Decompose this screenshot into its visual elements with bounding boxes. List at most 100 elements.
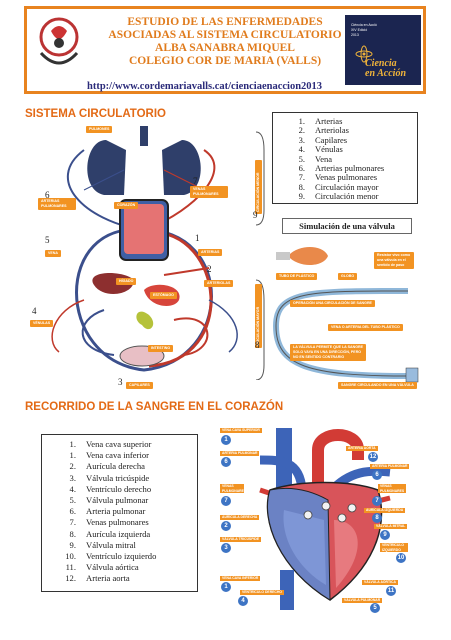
legend-item: 5.Vena: [298, 153, 332, 164]
circle-number-6: 6: [221, 457, 231, 467]
tag-globo: GLOBO: [338, 273, 358, 280]
header-title-line-4: COLEGIO COR DE MARIA (VALLS): [128, 55, 322, 67]
tag-arteria-aorta: ARTERIA AORTA: [346, 446, 378, 451]
section-title-sistema-circulatorio: SISTEMA CIRCULATORIO: [25, 108, 166, 120]
tag-capilares: CAPILARES: [126, 382, 153, 389]
body-circulation-illustration: [51, 126, 238, 372]
legend-item: 1.Vena cava superior: [69, 439, 152, 449]
diagram-number-7: 7: [193, 176, 198, 186]
header-banner: ESTUDIO DE LAS ENFERMEDADES ASOCIADAS AL…: [24, 6, 426, 94]
legend-item: 1.Vena cava inferior: [69, 450, 149, 461]
circle-number-12: 12: [368, 452, 378, 462]
valve-simulation-illustration: [273, 247, 419, 383]
legend-item: 3.Válvula tricúspide: [69, 472, 150, 483]
project-url[interactable]: http://www.cordemariavalls.cat/cienciaen…: [87, 81, 323, 92]
legend-item: 11.Válvula aórtica: [65, 562, 139, 573]
circle-number-1a: 1: [221, 435, 231, 445]
valve-simulation-title: Simulación de una válvula: [282, 218, 412, 234]
tag-valvula-pulmonar: VÁLVULA PULMONAR: [342, 598, 383, 603]
legend-item: 2.Aurícula derecha: [69, 461, 145, 472]
tag-venas-pulmonares-left: VENAS PULMONARES: [220, 484, 247, 493]
legend-item: 7.Venas pulmonares: [69, 517, 149, 528]
header-title-line-3: ALBA SANABRA MIQUEL: [155, 42, 295, 54]
legend-item: 4.Ventrículo derecho: [69, 483, 152, 494]
circle-number-6-right: 6: [372, 470, 382, 480]
circle-number-4: 4: [238, 596, 248, 606]
legend-item: 6.Arteria pulmonar: [69, 506, 146, 517]
tag-venas-pulmonares: VENAS PULMONARES: [190, 186, 228, 198]
legend-item: 6.Arterias pulmonares: [298, 163, 385, 174]
circle-number-3: 3: [221, 543, 231, 553]
tag-venas-pulmonares-right: VENAS PULMONARES: [378, 484, 406, 493]
diagram-number-8: 8: [255, 340, 260, 350]
section-title-recorrido: RECORRIDO DE LA SANGRE EN EL CORAZÓN: [25, 401, 284, 413]
tag-sangre-valvula: SANGRE CIRCULANDO EN UNA VÁLVULA: [338, 382, 417, 389]
heart-diagram-illustration: [259, 428, 391, 610]
badge-brand-1: Ciencia: [365, 58, 397, 69]
legend-item: 5.Válvula pulmonar: [69, 495, 149, 506]
ciencia-en-accion-badge: Ciència en Acció XIV Edició 2013 Ciencia…: [345, 15, 421, 85]
legend-item: 9.Válvula mitral: [69, 539, 136, 550]
legend-item: 1.Arterias: [298, 116, 343, 126]
legend-item: 12.Arteria aorta: [65, 573, 130, 584]
badge-small-text-3: 2013: [351, 33, 359, 37]
tag-venulas: VÉNULAS: [30, 320, 54, 327]
tag-vena-cava-inferior: VENA CAVA INFERIOR: [220, 576, 261, 581]
tag-arteria-pulmonar-right: ARTERIA PULMONAR: [370, 464, 410, 469]
tag-higado: HÍGADO: [116, 278, 137, 285]
legend-item: 7.Venas pulmonares: [298, 172, 378, 183]
header-title-line-2: ASOCIADAS AL SISTEMA CIRCULATORIO: [108, 29, 342, 41]
tag-ventriculo-derecho: VENTRÍCULO DERECHO: [240, 590, 284, 595]
legend-item: 2.Arteriolas: [298, 125, 349, 136]
legend-corazon: 1.Vena cava superior 1.Vena cava inferio…: [41, 434, 198, 592]
tag-circulacion-mayor: CIRCULACIÓN MAYOR: [255, 284, 262, 348]
tag-valvula-direccion: LA VÁLVULA PERMITE QUE LA SANGRE SOLO VA…: [290, 344, 366, 361]
tag-arterias: ARTERIAS: [198, 249, 223, 256]
tag-auricula-izquierda: AURÍCULA IZQUIERDA: [364, 508, 406, 513]
badge-small-text-1: Ciència en Acció: [351, 23, 377, 27]
legend-item: 8.Circulación mayor: [298, 181, 379, 192]
circle-number-7-left: 7: [221, 496, 231, 506]
tag-pulmones: PULMONES: [86, 126, 113, 133]
diagram-number-9: 9: [253, 210, 258, 220]
badge-small-text-2: XIV Edició: [351, 28, 368, 32]
tag-valvula-tricuspide: VÁLVULA TRICÚSPIDE: [220, 537, 262, 542]
circle-number-5: 5: [370, 603, 380, 613]
diagram-number-4: 4: [32, 306, 37, 316]
legend-item: 4.Vénulas: [298, 144, 343, 155]
tag-arterias-pulmonares: ARTERIAS PULMONARES: [38, 198, 76, 210]
tag-auricula-derecha: AURÍCULA DERECHA: [220, 515, 260, 520]
circle-number-8: 8: [372, 513, 382, 523]
tag-circulacion-menor: CIRCULACIÓN MENOR: [255, 160, 262, 214]
legend-item: 10.Ventrículo izquierdo: [65, 551, 157, 562]
tag-vena-tubo: VENA O ARTERIA DEL TUBO PLÁSTICO: [328, 324, 403, 331]
diagram-number-3: 3: [118, 377, 123, 387]
tag-operacion: OPERACIÓN UNA CIRCULACIÓN DE SANGRE: [290, 300, 375, 307]
circle-number-9: 9: [380, 530, 390, 540]
tag-arteria-pulmonar-left: ARTERIA PULMONAR: [220, 451, 260, 456]
tag-valvula-mitral: VÁLVULA MITRAL: [374, 524, 408, 529]
badge-brand-2: en Acción: [365, 68, 407, 79]
tag-valvula-aortica: VÁLVULA AÓRTICA: [362, 580, 398, 585]
diagram-number-6: 6: [45, 190, 50, 200]
circle-number-10: 10: [396, 553, 406, 563]
legend-item: 3.Capilares: [298, 134, 348, 145]
circle-number-1b: 1: [221, 582, 231, 592]
school-logo: [31, 13, 87, 75]
tag-intestino: INTESTINO: [148, 345, 174, 352]
legend-item: 8.Aurícula izquierda: [69, 528, 151, 539]
circle-number-7-right: 7: [372, 496, 382, 506]
legend-sistema-circulatorio: 1.Arterias 2.Arteriolas 3.Capilares 4.Vé…: [272, 112, 418, 204]
circle-number-2: 2: [221, 521, 231, 531]
header-title-line-1: ESTUDIO DE LAS ENFERMEDADES: [127, 16, 323, 28]
atom-icon: [355, 45, 373, 63]
tag-ventriculo-izquierdo: VENTRÍCULO IZQUIERDO: [380, 543, 408, 552]
tag-tubo-plastico: TUBO DE PLÁSTICO: [276, 273, 318, 280]
diagram-number-1: 1: [195, 233, 200, 243]
tag-arteriolas: ARTERIOLAS: [204, 280, 234, 287]
legend-item: 9.Circulación menor: [298, 191, 379, 202]
tag-vena-cava-superior: VENA CAVA SUPERIOR: [220, 428, 262, 433]
tag-corazon: CORAZÓN: [114, 202, 139, 209]
diagram-number-2: 2: [207, 264, 212, 274]
diagram-number-5: 5: [45, 235, 50, 245]
